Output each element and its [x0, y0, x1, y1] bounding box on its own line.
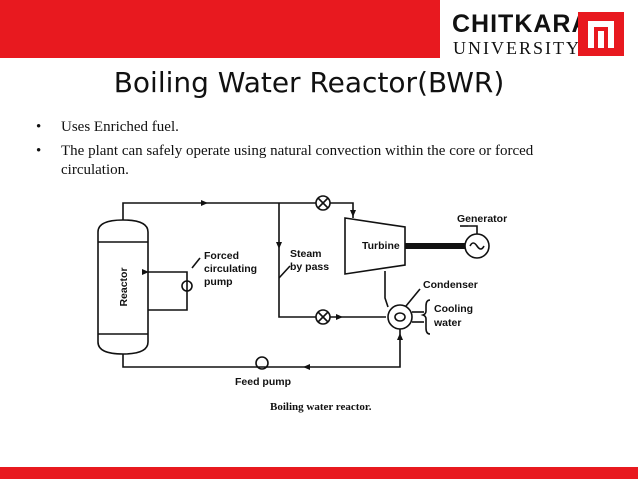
- valve-bypass: [315, 309, 331, 325]
- logo-mark-icon: [578, 12, 624, 56]
- condenser-label: Condenser: [423, 279, 478, 291]
- feed-pump-label: Feed pump: [235, 376, 291, 388]
- condenser-shape: [387, 304, 413, 330]
- forced-circulation-loop: [148, 271, 188, 311]
- steam-bypass-label-1: Steam: [290, 248, 322, 260]
- reactor-label: Reactor: [118, 267, 130, 306]
- footer-accent-band: [0, 467, 638, 479]
- logo-name: CHITKARA: [452, 10, 591, 38]
- turbine-label: Turbine: [362, 240, 400, 252]
- reactor-vessel: [97, 219, 149, 355]
- valve-top: [315, 195, 331, 211]
- bwr-schematic-diagram: Reactor Forced circulating pump Steam by…: [97, 195, 507, 413]
- slide-title: Boiling Water Reactor(BWR): [113, 66, 505, 99]
- logo-subtitle: UNIVERSITY: [453, 38, 581, 58]
- steam-bypass-label-2: by pass: [290, 261, 329, 273]
- generator-label: Generator: [457, 213, 507, 225]
- cooling-water-label-1: Cooling: [434, 303, 473, 315]
- feed-pump-shape: [255, 356, 269, 370]
- forced-pump-label-1: Forced: [204, 250, 239, 262]
- bullet-item: • Uses Enriched fuel.: [36, 118, 596, 137]
- bullet-list: • Uses Enriched fuel. • The plant can sa…: [36, 118, 596, 185]
- cooling-water-label-2: water: [433, 317, 461, 329]
- forced-pump-label-3: pump: [204, 276, 233, 288]
- feed-water-line: [122, 329, 401, 368]
- bullet-text: Uses Enriched fuel.: [61, 119, 179, 135]
- bullet-marker: •: [36, 143, 42, 159]
- bullet-item: • The plant can safely operate using nat…: [36, 142, 596, 180]
- bypass-line: [278, 203, 386, 318]
- diagram-caption: Boiling water reactor.: [270, 401, 372, 413]
- turbine-exhaust-line: [384, 271, 389, 308]
- turbine-shape: [344, 217, 406, 275]
- generator-shaft: [405, 243, 465, 249]
- bullet-text: The plant can safely operate using natur…: [61, 143, 534, 178]
- university-logo: CHITKARA UNIVERSITY: [440, 0, 638, 62]
- forced-pump-label-2: circulating: [204, 263, 257, 275]
- bullet-marker: •: [36, 119, 42, 135]
- header-accent-band: [0, 0, 440, 58]
